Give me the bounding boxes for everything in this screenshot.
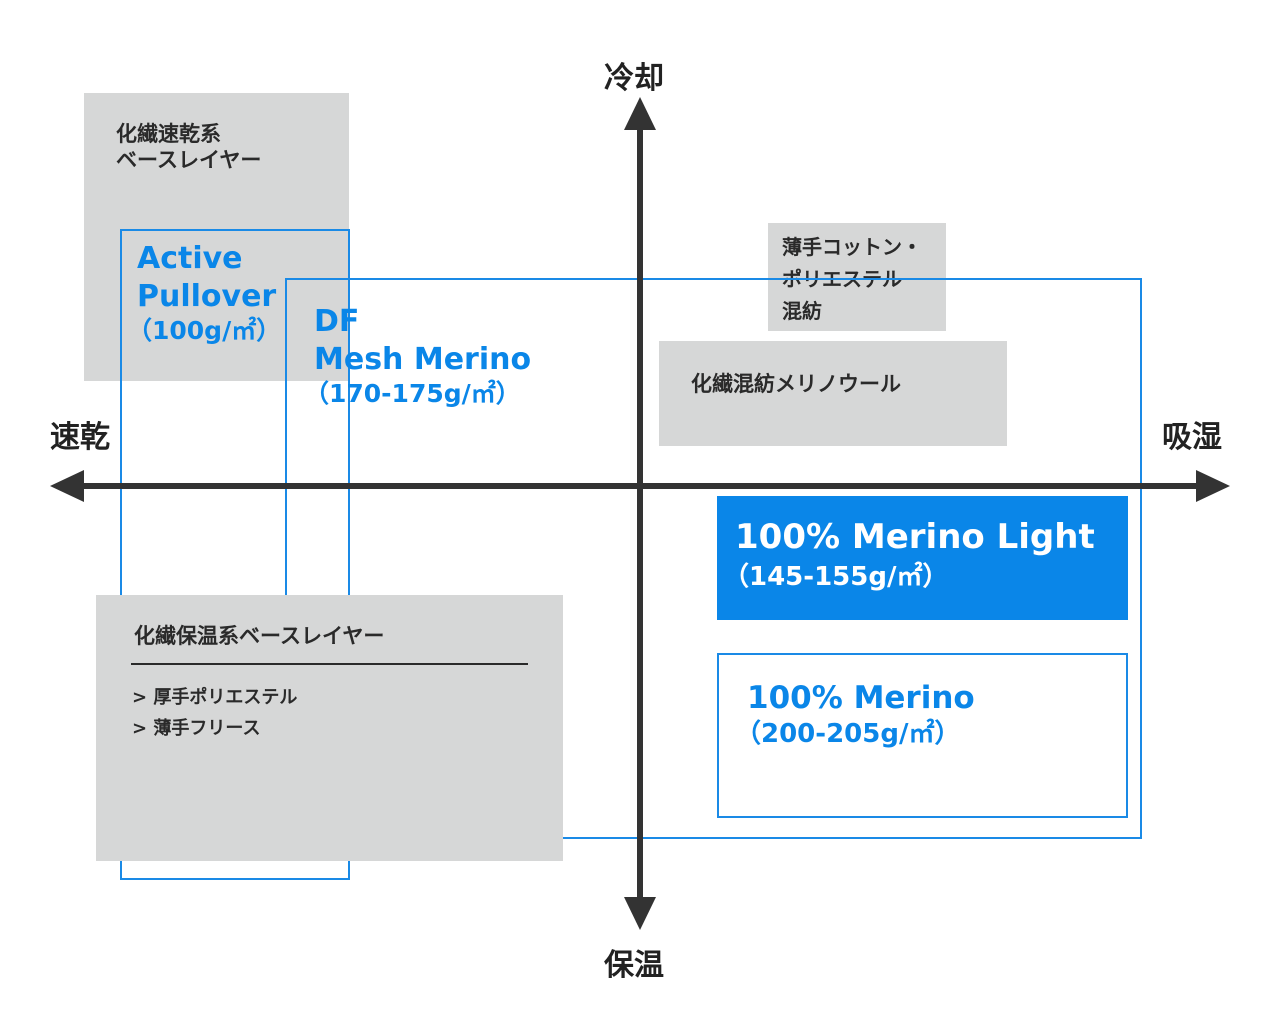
thin-cotton-poly-line3: 混紡 (782, 299, 822, 323)
right-arrow-icon (1196, 470, 1230, 502)
merino-weight: （200-205g/㎡） (735, 718, 961, 749)
axis-label-right: 吸湿 (1162, 420, 1222, 455)
synthetic-merino-blend-label: 化繊混紡メリノウール (691, 372, 901, 396)
axis-label-left: 速乾 (50, 420, 110, 455)
merino-box: 100% Merino （200-205g/㎡） (717, 653, 1128, 818)
synthetic-warm-item: > 厚手ポリエステル (132, 687, 298, 708)
synthetic-warm-divider (131, 663, 528, 665)
axis-label-bottom: 保温 (604, 948, 664, 983)
left-arrow-icon (50, 470, 84, 502)
thin-cotton-poly-line1: 薄手コットン・ (782, 235, 922, 259)
merino-light-box: 100% Merino Light （145-155g/㎡） (717, 496, 1128, 620)
synthetic-warm-item: > 薄手フリース (132, 717, 261, 739)
merino-light-weight: （145-155g/㎡） (723, 561, 949, 592)
synthetic-quick-dry-line2: ベースレイヤー (116, 148, 262, 173)
active-pullover-box (120, 229, 350, 880)
horizontal-axis (50, 470, 1230, 502)
active-pullover-line1: Active (137, 241, 243, 276)
merino-name: 100% Merino (747, 680, 975, 716)
axis-label-top: 冷却 (604, 61, 664, 96)
synthetic-quick-dry-box: 化繊速乾系 ベースレイヤー (84, 93, 349, 381)
vertical-axis (624, 97, 656, 930)
active-pullover-label: Active Pullover （100g/㎡） (127, 240, 281, 346)
synthetic-warm-box: 化繊保温系ベースレイヤー > 厚手ポリエステル > 薄手フリース (96, 595, 563, 861)
df-mesh-merino-line1: DF (314, 304, 360, 339)
df-mesh-merino-box (285, 278, 1142, 839)
active-pullover-line2: Pullover (137, 278, 277, 314)
active-pullover-weight: （100g/㎡） (127, 316, 282, 345)
synthetic-quick-dry-line1: 化繊速乾系 (116, 122, 221, 146)
up-arrow-icon (624, 97, 656, 130)
merino-light-name: 100% Merino Light (735, 517, 1095, 557)
synthetic-warm-title: 化繊保温系ベースレイヤー (134, 624, 385, 648)
df-mesh-merino-weight: （170-175g/㎡） (304, 379, 521, 408)
df-mesh-merino-label: DF Mesh Merino （170-175g/㎡） (304, 303, 532, 409)
down-arrow-icon (624, 897, 656, 930)
synthetic-merino-blend-box: 化繊混紡メリノウール (659, 341, 1007, 446)
df-mesh-merino-line2: Mesh Merino (314, 341, 532, 377)
